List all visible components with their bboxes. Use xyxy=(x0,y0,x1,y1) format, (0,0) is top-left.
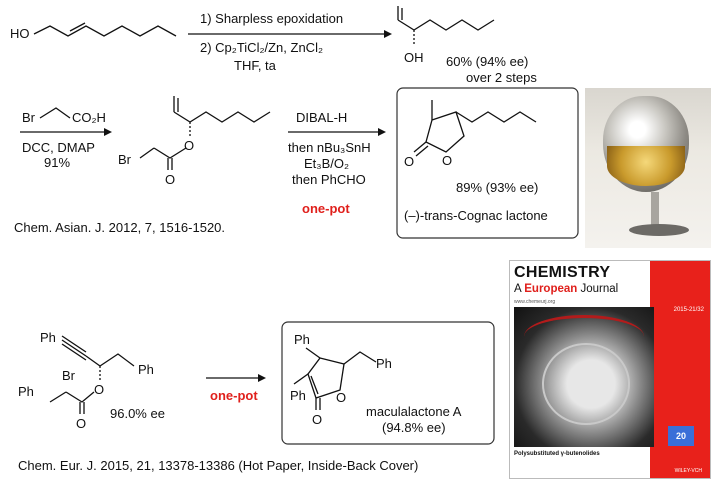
double-bond xyxy=(69,22,86,32)
one-pot-label-1: one-pot xyxy=(302,201,350,216)
ester-bromo: Br xyxy=(118,152,132,167)
bromoacetate-ester: O O Br xyxy=(118,96,271,187)
butenolide-ring xyxy=(307,357,345,399)
maculalactone-box xyxy=(281,321,495,445)
ester-chain xyxy=(173,111,271,123)
condition-1-line-3: THF, ta xyxy=(234,58,277,73)
product-1-chain xyxy=(397,19,495,31)
citation-1: Chem. Asian. J. 2012, 7, 1516-1520. xyxy=(14,220,225,235)
cover-artwork xyxy=(514,307,654,447)
lactone-carbonyl-o: O xyxy=(404,154,414,169)
carbonyl-oxygen: O xyxy=(165,172,175,187)
condition-2-yield: 91% xyxy=(44,155,70,170)
citation-2: Chem. Eur. J. 2015, 21, 13378-13386 (Hot… xyxy=(18,458,418,473)
prod-benzyl-2 xyxy=(293,373,309,385)
prod-ee: (94.8% ee) xyxy=(382,420,446,435)
carboxyl-label: CO₂H xyxy=(72,110,106,125)
benzyl-bonds xyxy=(99,353,135,367)
alkyne-2 xyxy=(61,343,87,361)
condition-3-line-1: DIBAL-H xyxy=(296,110,347,125)
sm-ester-bonds xyxy=(65,391,95,403)
sm-ph-3: Ph xyxy=(18,384,34,399)
propargyl-bond xyxy=(85,355,101,367)
glass-liquor xyxy=(607,146,685,186)
prod-ph-1: Ph xyxy=(294,332,310,347)
lactone-yield: 89% (93% ee) xyxy=(456,180,538,195)
lactone-name: (–)-trans-Cognac lactone xyxy=(404,208,548,223)
cover-subtitle: A European Journal xyxy=(514,283,618,295)
cognac-lactone-structure: O O xyxy=(404,100,537,169)
ring-double-bond xyxy=(310,375,319,395)
product-1-steps: over 2 steps xyxy=(466,70,537,85)
glass-foot xyxy=(629,224,689,236)
cognac-glass-photo xyxy=(585,88,711,248)
bromoacetic-acid: Br CO₂H xyxy=(22,107,106,125)
ch2br-bond xyxy=(139,147,155,159)
cover-url: www.chemeurj.org xyxy=(514,299,556,305)
hydroxyl-label: HO xyxy=(10,26,30,41)
condition-3-line-4: then PhCHO xyxy=(292,172,366,187)
cover-issue: 2015-21/32 xyxy=(673,307,704,313)
cover-art-arc xyxy=(524,315,644,358)
sm-benzyl-bond xyxy=(49,391,67,403)
starting-allylic-alcohol: HO xyxy=(10,22,177,41)
prod-benzyl-3 xyxy=(343,351,377,365)
cover-publisher: WILEY-VCH xyxy=(674,468,702,474)
alkyne-3 xyxy=(61,335,87,353)
maculalactone-structure: Ph Ph Ph O O xyxy=(290,332,392,427)
cover-subtitle-a: A xyxy=(514,283,522,295)
product-1-yield: 60% (94% ee) xyxy=(446,54,528,69)
condition-3-line-2: then nBu₃SnH xyxy=(288,140,371,155)
prod-carbonyl-o: O xyxy=(312,412,322,427)
cover-title: CHEMISTRY xyxy=(514,264,611,281)
prod-ph-3: Ph xyxy=(376,356,392,371)
cover-anniversary-badge: 20 xyxy=(668,426,694,446)
bromoacetic-bonds xyxy=(39,107,71,119)
prod-name: maculalactone A xyxy=(366,404,462,419)
condition-3-line-3: Et₃B/O₂ xyxy=(304,156,349,171)
journal-cover: CHEMISTRY A European Journal www.chemeur… xyxy=(509,260,711,479)
lactone-ring xyxy=(425,111,465,153)
prod-ph-2: Ph xyxy=(290,388,306,403)
arrow-4-head xyxy=(258,374,266,382)
condition-1-line-2: 2) Cp₂TiCl₂/Zn, ZnCl₂ xyxy=(200,40,323,55)
ester-oxygen: O xyxy=(184,138,194,153)
alkyne-1 xyxy=(61,339,87,357)
cover-subtitle-journal: Journal xyxy=(580,283,619,295)
prod-benzyl-1 xyxy=(305,347,321,359)
pentyl-chain xyxy=(455,111,537,123)
cover-art-ring xyxy=(542,343,630,425)
sm-ph-1: Ph xyxy=(40,330,56,345)
carbonyl-c-o xyxy=(413,141,427,153)
sm-carbonyl-o: O xyxy=(76,416,86,431)
sm-ee: 96.0% ee xyxy=(110,406,165,421)
sm-bromo: Br xyxy=(62,368,76,383)
ester-acyl-bonds xyxy=(153,147,187,159)
carbonyl-c-o-2 xyxy=(415,145,429,157)
sm-ester-o: O xyxy=(94,382,104,397)
condition-2-line-1: DCC, DMAP xyxy=(22,140,95,155)
arrow-1-head xyxy=(384,30,392,38)
product-1-structure: OH xyxy=(397,6,495,65)
cognac-lactone-box xyxy=(396,87,579,239)
sm-ph-2: Ph xyxy=(138,362,154,377)
prod-ring-o: O xyxy=(336,390,346,405)
bromo-label: Br xyxy=(22,110,36,125)
glass-stem xyxy=(651,192,659,226)
lactone-ring-o: O xyxy=(442,153,452,168)
arrow-2-head xyxy=(104,128,112,136)
cover-subtitle-european: European xyxy=(524,283,578,295)
chain-bonds xyxy=(33,25,177,37)
one-pot-label-2: one-pot xyxy=(210,388,258,403)
product-1-oh: OH xyxy=(404,50,424,65)
propargylic-ester: Ph Ph O O Br Ph xyxy=(18,330,154,431)
condition-1-line-1: 1) Sharpless epoxidation xyxy=(200,11,343,26)
arrow-3-head xyxy=(378,128,386,136)
cover-hot-paper-caption: Polysubstituted γ-butenolides xyxy=(514,451,600,457)
